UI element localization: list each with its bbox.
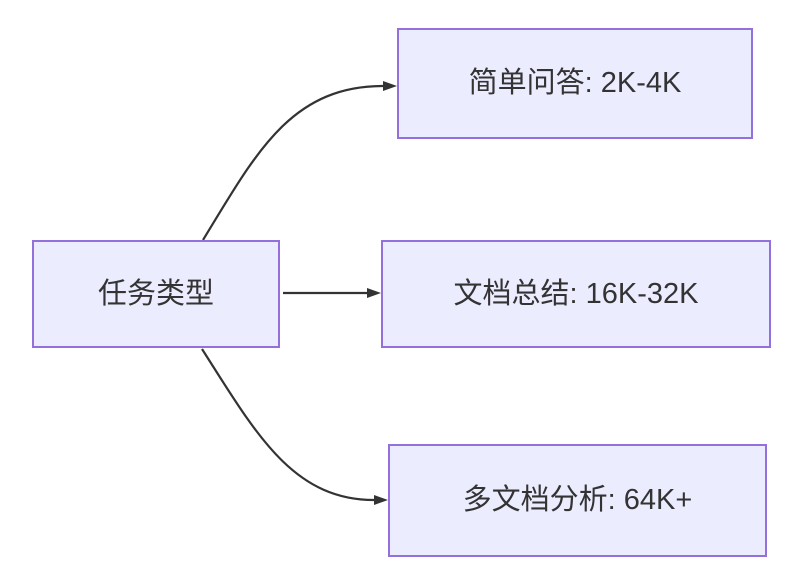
node-doc-summary: 文档总结: 16K-32K <box>381 240 771 348</box>
edge-root-to-simple-qa-arrow <box>202 81 397 241</box>
node-simple-qa: 简单问答: 2K-4K <box>397 28 753 139</box>
node-simple-qa-label: 简单问答: 2K-4K <box>468 67 682 100</box>
node-task-type-label: 任务类型 <box>97 277 214 310</box>
node-doc-summary-label: 文档总结: 16K-32K <box>453 277 699 310</box>
edge-root-to-multidoc-analysis-arrow <box>201 348 388 505</box>
node-multidoc-analysis-label: 多文档分析: 64K+ <box>462 484 693 517</box>
node-multidoc-analysis: 多文档分析: 64K+ <box>388 444 767 557</box>
node-task-type: 任务类型 <box>32 240 280 348</box>
